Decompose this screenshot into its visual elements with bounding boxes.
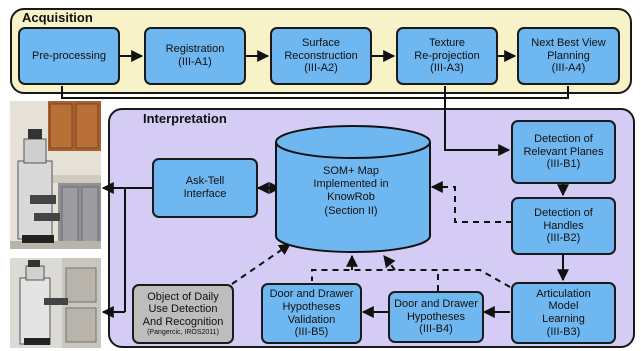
detection-planes-label: Detection of Relevant Planes (III-B1) bbox=[523, 133, 604, 171]
registration-box: Registration (III-A1) bbox=[144, 27, 246, 85]
robot-drawer-photo bbox=[10, 258, 101, 348]
articulation-model-box: Articulation Model Learning (III-B3) bbox=[511, 282, 616, 344]
object-detection-box: Object of Daily Use Detection And Recogn… bbox=[132, 284, 234, 344]
object-detection-reference: (Pangercic, IROS2011) bbox=[147, 328, 219, 336]
object-detection-label: Object of Daily Use Detection And Recogn… bbox=[142, 290, 224, 329]
dashed-handles-to-db bbox=[430, 181, 512, 223]
registration-label: Registration (III-A1) bbox=[165, 43, 225, 68]
dashed-object-to-db bbox=[231, 243, 291, 285]
surface-reconstruction-label: Surface Reconstruction (III-A2) bbox=[284, 37, 358, 75]
robot-kitchen-photo bbox=[10, 101, 101, 249]
line-nbv-feedback bbox=[61, 86, 569, 99]
ask-tell-label: Ask-Tell Interface bbox=[183, 175, 227, 200]
detection-handles-label: Detection of Handles (III-B2) bbox=[534, 207, 593, 245]
database-label: SOM+ Map Implemented in KnowRob (Section… bbox=[313, 165, 389, 217]
dashed-hypotheses-to-db bbox=[383, 255, 396, 271]
hypotheses-validation-box: Door and Drawer Hypotheses Validation (I… bbox=[261, 283, 362, 344]
interpretation-title: Interpretation bbox=[143, 111, 227, 126]
hypotheses-box: Door and Drawer Hypotheses (III-B4) bbox=[388, 291, 484, 343]
texture-reprojection-label: Texture Re-projection (III-A3) bbox=[414, 37, 480, 75]
articulation-model-label: Articulation Model Learning (III-B3) bbox=[536, 287, 591, 338]
hypotheses-label: Door and Drawer Hypotheses (III-B4) bbox=[394, 298, 478, 336]
arrow-texture-to-planes bbox=[444, 86, 511, 156]
acquisition-title: Acquisition bbox=[22, 10, 93, 25]
detection-handles-box: Detection of Handles (III-B2) bbox=[511, 197, 616, 255]
next-best-view-label: Next Best View Planning (III-A4) bbox=[531, 37, 606, 75]
preprocessing-box: Pre-processing bbox=[18, 27, 120, 85]
texture-reprojection-box: Texture Re-projection (III-A3) bbox=[396, 27, 498, 85]
hypotheses-validation-label: Door and Drawer Hypotheses Validation (I… bbox=[269, 288, 354, 339]
preprocessing-label: Pre-processing bbox=[32, 49, 106, 62]
database-cylinder bbox=[275, 125, 431, 253]
surface-reconstruction-box: Surface Reconstruction (III-A2) bbox=[270, 27, 372, 85]
next-best-view-box: Next Best View Planning (III-A4) bbox=[517, 27, 620, 85]
detection-planes-box: Detection of Relevant Planes (III-B1) bbox=[511, 120, 616, 184]
ask-tell-interface-box: Ask-Tell Interface bbox=[152, 158, 258, 218]
